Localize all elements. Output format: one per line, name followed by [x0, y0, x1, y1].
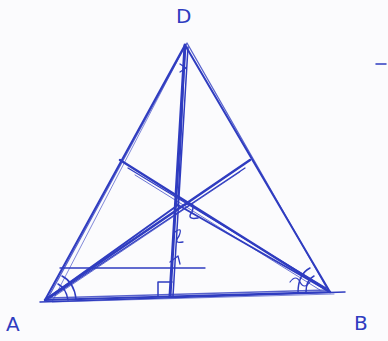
vertex-label: D: [176, 6, 191, 26]
vertex-label: A: [6, 314, 20, 334]
vertex-label: B: [354, 313, 368, 333]
